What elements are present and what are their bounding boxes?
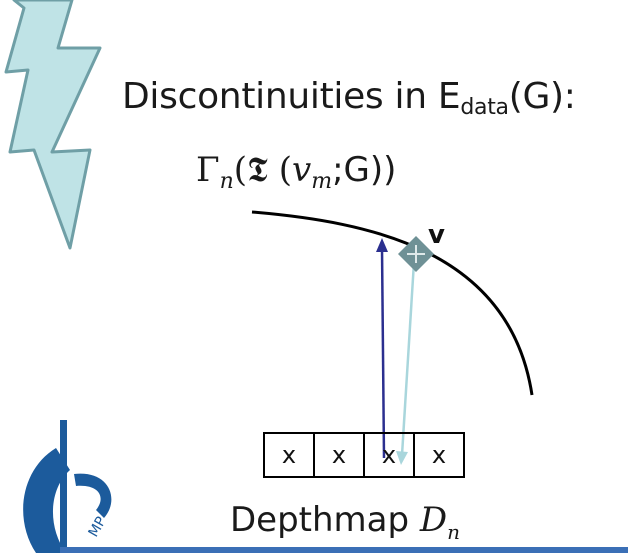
diagram-title: Discontinuities in Edata(G): xyxy=(122,76,576,120)
depthmap-cell: x xyxy=(315,434,365,476)
formula-glyph: 𝕿 xyxy=(247,150,268,190)
svg-text:MP: MP xyxy=(86,514,110,540)
vertex-label: v xyxy=(428,220,445,250)
surface-curve xyxy=(251,210,534,396)
formula-open2: ( xyxy=(267,150,292,190)
light-arrow-head xyxy=(396,451,408,465)
lightning-bolt-icon xyxy=(4,0,102,250)
formula-open: ( xyxy=(233,150,248,190)
depthmap-cells: x x x x xyxy=(263,432,465,478)
formula-tail: ;G)) xyxy=(332,150,397,190)
institute-logo-icon: MP xyxy=(23,420,112,553)
depthmap-label: Depthmap Dn xyxy=(230,500,460,544)
bottom-bar xyxy=(60,547,628,553)
depthmap-cell: x xyxy=(265,434,315,476)
formula: Γn(𝕿 (vm;G)) xyxy=(196,150,396,194)
formula-v-sub: m xyxy=(311,169,333,194)
title-prefix: Discontinuities in E xyxy=(122,76,461,117)
depthmap-sub: n xyxy=(447,520,461,544)
depthmap-prefix: Depthmap xyxy=(230,500,420,540)
title-subscript: data xyxy=(460,95,509,120)
title-suffix: (G): xyxy=(508,76,576,117)
depthmap-var: D xyxy=(419,500,448,540)
formula-gamma: Γ xyxy=(196,150,220,190)
depthmap-cell: x xyxy=(365,434,415,476)
vertex-marker-icon xyxy=(398,236,434,272)
light-arrow xyxy=(400,261,416,456)
dark-arrow xyxy=(380,247,386,459)
depthmap-cell: x xyxy=(431,441,447,469)
dark-arrow-head xyxy=(376,238,388,252)
formula-v: v xyxy=(292,150,312,190)
formula-gamma-sub: n xyxy=(219,169,234,194)
